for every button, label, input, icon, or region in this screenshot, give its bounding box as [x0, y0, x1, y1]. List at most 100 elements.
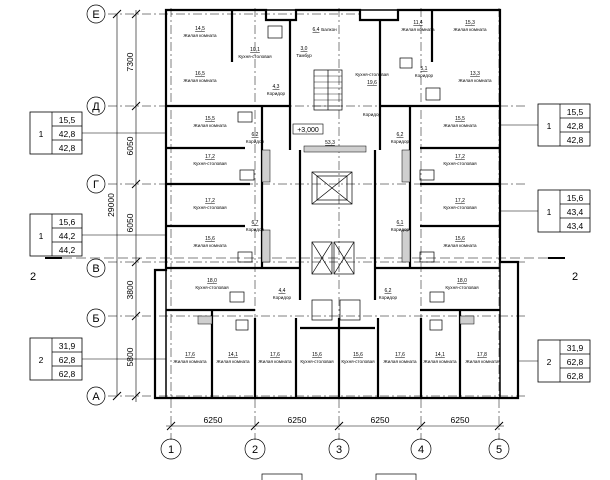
axis-label-4: 4: [418, 444, 424, 456]
room-area: 15,5: [205, 116, 215, 122]
room-area: 11,4: [413, 20, 423, 26]
apt-area: 42,8: [567, 135, 584, 145]
room-name: Кухня-столовая: [193, 161, 227, 166]
room-name: Балкон: [321, 27, 337, 32]
letter-axis-markers: Е Д Г В Б А: [86, 4, 106, 406]
dim-overall: 29000: [106, 193, 116, 217]
vertical-dimension-chain: 7300 6050 6050 3800 5800 29000: [106, 9, 141, 402]
dim-3-4: 6250: [371, 415, 390, 425]
room-area: 17,2: [205, 154, 215, 160]
axis-label-v: В: [92, 263, 99, 275]
number-axis-markers: 1 2 3 4 5: [160, 438, 510, 460]
room-area: 17,6: [270, 352, 280, 358]
apt-area: 62,8: [567, 371, 584, 381]
stair-elevator-core: [303, 69, 367, 321]
room-name: Жилая комната: [383, 359, 417, 364]
room-area: 4,4: [279, 288, 286, 294]
apt-count: 1: [39, 231, 44, 241]
room-area: 6,2: [385, 288, 392, 294]
room-area: 6,4: [313, 27, 320, 33]
room-name: Кухня-столовая: [341, 359, 375, 364]
room-area: 14,1: [435, 352, 445, 358]
apt-total-area: 44,2: [59, 231, 76, 241]
room-area: 6,1: [397, 220, 404, 226]
room-area: 15,6: [312, 352, 322, 358]
room-area: 13,3: [470, 71, 480, 77]
room-name: Коридор: [379, 295, 398, 300]
room-name: Кухня-столовая: [445, 285, 479, 290]
room-area: 6,2: [252, 132, 259, 138]
room-name: Кухня-столовая: [195, 285, 229, 290]
apt-area: 44,2: [59, 245, 76, 255]
room-name: Жилая комната: [465, 359, 499, 364]
room-area: 15,6: [205, 236, 215, 242]
apt-count: 1: [547, 121, 552, 131]
apt-living-area: 31,9: [567, 343, 584, 353]
room-area: 10,1: [250, 47, 260, 53]
apt-total-area: 42,8: [59, 129, 76, 139]
apt-total-area: 43,4: [567, 207, 584, 217]
room-name: Кухня-столовая: [238, 54, 272, 59]
room-name: Жилая комната: [423, 359, 457, 364]
room-name: Кухня-столовая: [443, 161, 477, 166]
room-area: 18,0: [457, 278, 467, 284]
room-area: 17,6: [185, 352, 195, 358]
axis-label-a: А: [92, 391, 100, 403]
structural-hatches: [197, 149, 475, 325]
axis-label-3: 3: [336, 444, 342, 456]
room-area: 53,3: [325, 140, 335, 146]
axis-label-d: Д: [92, 101, 100, 113]
room-name: Коридор: [246, 227, 265, 232]
room-name: Коридор: [273, 295, 292, 300]
room-area: 15,6: [353, 352, 363, 358]
room-name: Жилая комната: [183, 78, 217, 83]
axis-label-2: 2: [252, 444, 258, 456]
room-area: 15,5: [455, 116, 465, 122]
apt-count: 2: [39, 355, 44, 365]
room-area: 4,3: [273, 84, 280, 90]
room-name: Жилая комната: [443, 243, 477, 248]
room-name: Кухня-столовая: [300, 359, 334, 364]
room-name: Жилая комната: [443, 123, 477, 128]
section-mark-right: 2: [572, 271, 578, 283]
room-name: Жилая комната: [401, 27, 435, 32]
apt-count: 2: [547, 357, 552, 367]
apt-area: 62,8: [59, 369, 76, 379]
room-area: 5,1: [421, 66, 428, 72]
room-area: 15,6: [455, 236, 465, 242]
apt-total-area: 62,8: [59, 355, 76, 365]
apartment-table-right-d: 1 15,5 42,8 42,8: [537, 103, 591, 147]
dim-1-2: 6250: [204, 415, 223, 425]
room-name: Кухня-столовая: [193, 205, 227, 210]
room-area: 6,7: [252, 220, 259, 226]
room-area: 19,6: [367, 80, 377, 86]
apt-living-area: 15,6: [59, 217, 76, 227]
room-name: Кухня-столовая: [355, 72, 389, 77]
apt-living-area: 15,5: [59, 115, 76, 125]
building-walls: [153, 8, 520, 400]
apartment-table-right-b: 2 31,9 62,8 62,8: [537, 339, 591, 383]
room-name: Жилая комната: [458, 78, 492, 83]
apt-living-area: 15,5: [567, 107, 584, 117]
room-area: 17,2: [455, 198, 465, 204]
room-area: 17,2: [455, 154, 465, 160]
dim-v-b: 3800: [125, 280, 135, 299]
room-area: 14,1: [228, 352, 238, 358]
room-area: 18,0: [207, 278, 217, 284]
room-name: Тамбур: [296, 53, 312, 58]
apt-area: 43,4: [567, 221, 584, 231]
room-area: 14,5: [195, 26, 205, 32]
apt-living-area: 31,9: [59, 341, 76, 351]
room-labels: 14,5 Жилая комната 10,1 Кухня-столовая 1…: [173, 20, 499, 364]
room-area: 17,2: [205, 198, 215, 204]
apt-count: 1: [39, 129, 44, 139]
room-name: Коридор: [267, 91, 286, 96]
apt-count: 1: [547, 207, 552, 217]
room-name: Жилая комната: [173, 359, 207, 364]
room-area: 3,0: [301, 46, 308, 52]
room-area: 6,2: [397, 132, 404, 138]
room-area: 17,6: [395, 352, 405, 358]
dim-d-g: 6050: [125, 136, 135, 155]
room-area: 16,5: [195, 71, 205, 77]
